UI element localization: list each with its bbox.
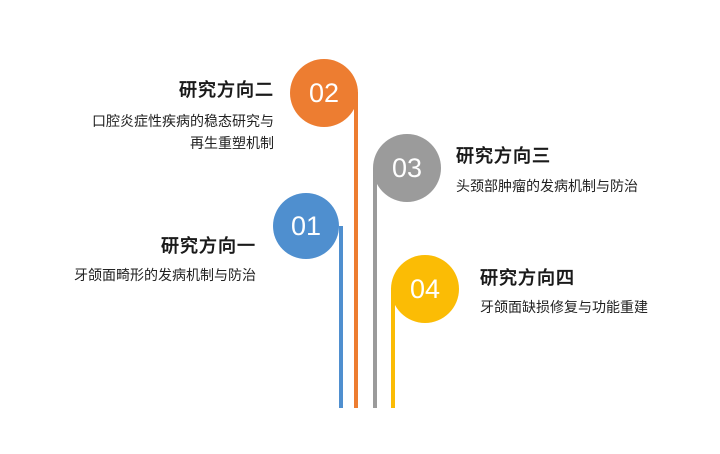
circle-01: 01 bbox=[273, 193, 339, 259]
circle-01-number: 01 bbox=[290, 210, 322, 241]
stem-01 bbox=[339, 226, 343, 408]
title-04: 研究方向四 bbox=[480, 268, 575, 289]
title-02: 研究方向二 bbox=[179, 80, 274, 101]
circle-02-number: 02 bbox=[308, 77, 340, 108]
desc-04-line-1: 牙颌面缺损修复与功能重建 bbox=[480, 300, 648, 316]
desc-03-line-1: 头颈部肿瘤的发病机制与防治 bbox=[456, 179, 638, 195]
circle-03: 03 bbox=[373, 134, 441, 202]
circle-04: 04 bbox=[391, 255, 459, 323]
stem-02 bbox=[354, 92, 358, 408]
desc-01-line-1: 牙颌面畸形的发病机制与防治 bbox=[74, 268, 256, 284]
desc-02-line-1: 口腔炎症性疾病的稳态研究与 bbox=[92, 114, 274, 130]
circle-02: 02 bbox=[290, 59, 358, 127]
circle-03-number: 03 bbox=[391, 152, 423, 183]
circle-04-number: 04 bbox=[409, 273, 441, 304]
title-03: 研究方向三 bbox=[456, 146, 551, 167]
title-01: 研究方向一 bbox=[161, 236, 256, 257]
stem-03 bbox=[373, 168, 377, 408]
stem-04 bbox=[391, 288, 395, 408]
desc-02-line-2: 再生重塑机制 bbox=[190, 136, 274, 152]
